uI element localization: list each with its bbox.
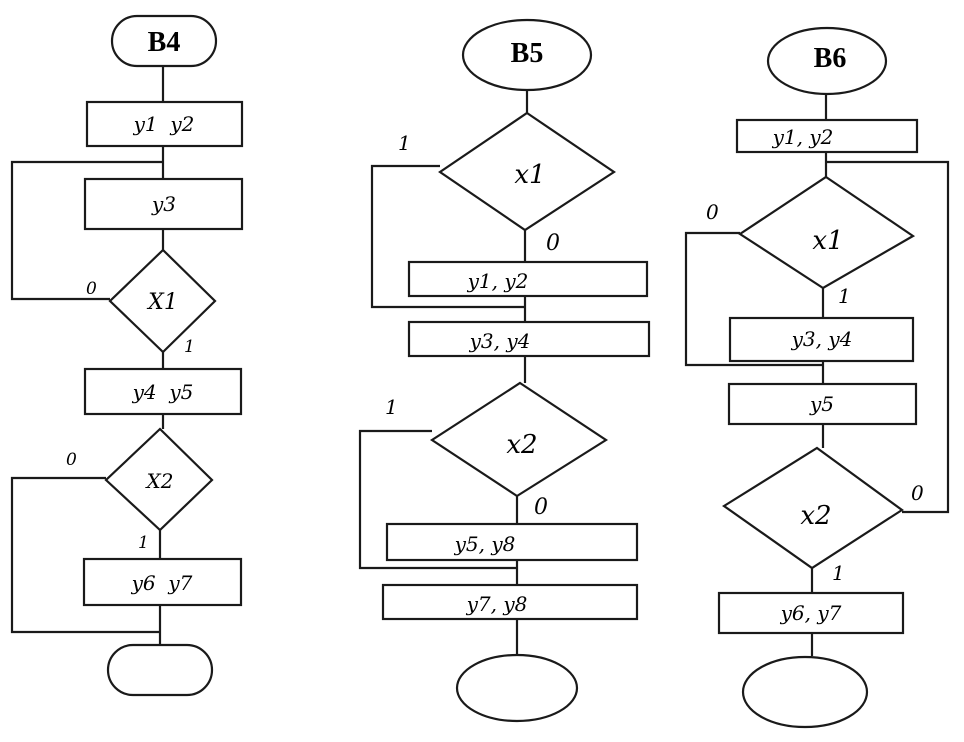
b5-block-y1-y2-label: y1, y2 (467, 269, 529, 293)
b4-condition-x1-label: X1 (146, 290, 178, 315)
b6-block-y6-y7-label: y6, y7 (780, 601, 842, 625)
b5-block-y3-y4-label: y3, y4 (469, 329, 531, 353)
b4-condition-x2-label: X2 (145, 469, 174, 493)
b6-x2-no-label: 0 (911, 481, 924, 505)
b4-connectors (10, 66, 165, 645)
b4-x2-yes-label: 1 (138, 533, 149, 553)
b4-x1-yes-label: 1 (184, 337, 195, 357)
b6-x1-yes-label: 1 (838, 284, 851, 308)
b4-x2-no-label: 0 (66, 450, 77, 470)
flowchart-b4: B4 y1 y2 y3 X1 0 1 y4 y5 X2 0 1 y6 y7 (10, 14, 244, 697)
b6-block-y1-y2-label: y1, y2 (772, 125, 834, 149)
b6-condition-x1-label: x1 (812, 226, 843, 256)
b6-block-y6-y7 (717, 591, 905, 635)
b4-block-y4-y5 (83, 367, 243, 416)
b5-x1-yes-label: 1 (398, 131, 411, 155)
b6-block-y3-y4 (728, 316, 915, 363)
b4-start-terminal (110, 14, 218, 68)
b6-start-terminal (766, 26, 888, 96)
b4-block-y6-y7 (82, 557, 243, 607)
flowchart-b6: B6 y1, y2 x1 0 1 y3, y4 y5 x2 0 1 y6, y7 (684, 26, 950, 729)
b4-block-y3-label: y3 (151, 192, 176, 216)
b4-end-terminal (106, 643, 214, 697)
b6-title: B6 (814, 43, 847, 74)
b5-connectors (358, 90, 529, 655)
b5-block-y5-y8 (385, 522, 639, 562)
b6-condition-x2-label: x2 (800, 501, 831, 531)
b5-condition-x1-label: x1 (514, 160, 545, 190)
flowchart-b5: B5 x1 1 0 y1, y2 y3, y4 x2 1 0 y5, y8 y7… (358, 18, 651, 723)
b6-block-y1-y2 (735, 118, 919, 154)
b4-block-y1-y2 (85, 100, 244, 148)
b5-block-y5-y8-label: y5, y8 (454, 532, 516, 556)
b6-block-y5-label: y5 (809, 392, 834, 416)
b6-block-y5 (727, 382, 918, 426)
b5-condition-x2-label: x2 (506, 430, 537, 460)
b6-block-y3-y4-label: y3, y4 (791, 327, 853, 351)
b5-end-terminal (455, 653, 579, 723)
b4-title: B4 (148, 27, 181, 58)
b4-x1-no-label: 0 (86, 279, 97, 299)
b5-x2-yes-label: 1 (385, 395, 398, 419)
b6-end-terminal (741, 655, 869, 729)
b6-x1-no-label: 0 (706, 200, 719, 224)
b5-x2-no-label: 0 (534, 495, 548, 520)
b5-start-terminal (461, 18, 593, 92)
b4-block-y3 (83, 177, 244, 231)
b6-connectors (684, 94, 950, 656)
b5-block-y1-y2 (407, 260, 649, 298)
b6-x2-yes-label: 1 (832, 561, 845, 585)
b4-condition-x1 (108, 248, 217, 354)
b6-condition-x2 (722, 446, 904, 570)
b4-block-y4-y5-label: y4 y5 (132, 380, 194, 404)
b5-condition-x1 (438, 111, 616, 232)
b5-x1-no-label: 0 (546, 231, 560, 256)
b5-condition-x2 (429, 381, 609, 498)
b4-block-y1-y2-label: y1 y2 (133, 112, 195, 136)
b4-block-y6-y7-label: y6 y7 (131, 571, 193, 595)
b4-condition-x2 (104, 427, 214, 532)
b5-block-y7-y8 (381, 583, 639, 621)
b5-block-y7-y8-label: y7, y8 (466, 592, 528, 616)
b6-condition-x1 (737, 175, 916, 290)
b5-block-y3-y4 (407, 320, 651, 358)
b5-title: B5 (511, 38, 544, 69)
